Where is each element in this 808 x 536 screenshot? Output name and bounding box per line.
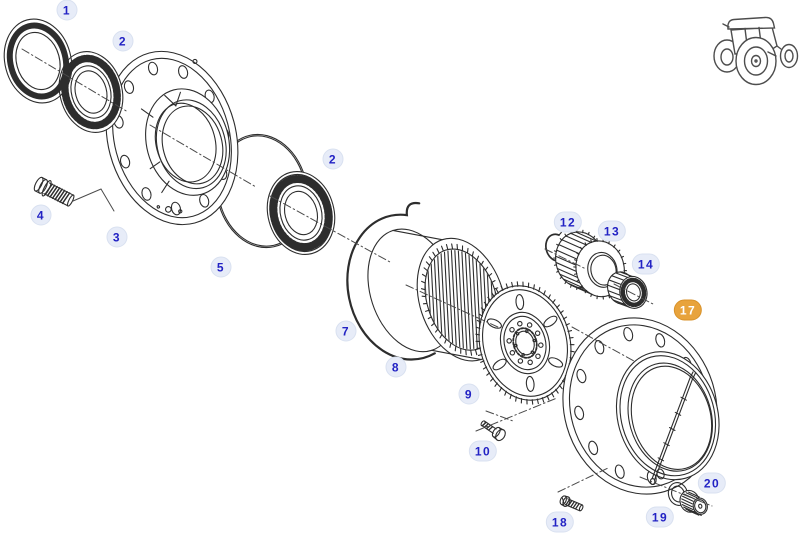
part-7-snap-ring[interactable] <box>333 201 451 371</box>
part-20-plug[interactable] <box>678 487 710 520</box>
part-1-shaft-seal[interactable] <box>0 11 81 110</box>
callout-18[interactable]: 18 <box>545 511 575 533</box>
callout-13[interactable]: 13 <box>597 220 627 242</box>
part-3-wheel-hub[interactable] <box>87 36 256 239</box>
callout-14[interactable]: 14 <box>631 253 661 275</box>
callout-20[interactable]: 20 <box>697 472 727 494</box>
callout-19[interactable]: 19 <box>645 506 675 528</box>
part-2-taper-bearing-outer[interactable] <box>50 44 131 139</box>
part-9-gear-disc[interactable] <box>462 271 587 416</box>
callout-7[interactable]: 7 <box>335 320 357 342</box>
callout-9[interactable]: 9 <box>458 383 480 405</box>
callout-3[interactable]: 3 <box>106 226 128 248</box>
callout-17[interactable]: 17 <box>673 299 703 321</box>
callout-10[interactable]: 10 <box>468 440 498 462</box>
callout-8[interactable]: 8 <box>385 356 407 378</box>
part-17-planet-carrier-cover[interactable] <box>542 299 737 512</box>
part-17-oil-level-rod <box>649 371 697 486</box>
callout-4[interactable]: 4 <box>30 204 52 226</box>
part-18-screw[interactable] <box>559 495 585 513</box>
part-4-wheel-stud[interactable] <box>32 175 76 209</box>
callout-2[interactable]: 2 <box>322 148 344 170</box>
part-10-hex-bolt[interactable] <box>478 417 507 442</box>
callout-2[interactable]: 2 <box>112 30 134 52</box>
callout-12[interactable]: 12 <box>553 211 583 233</box>
center-axis-lines <box>21 48 713 507</box>
callout-5[interactable]: 5 <box>210 256 232 278</box>
callout-1[interactable]: 1 <box>56 0 78 21</box>
tractor-icon[interactable] <box>713 16 799 86</box>
